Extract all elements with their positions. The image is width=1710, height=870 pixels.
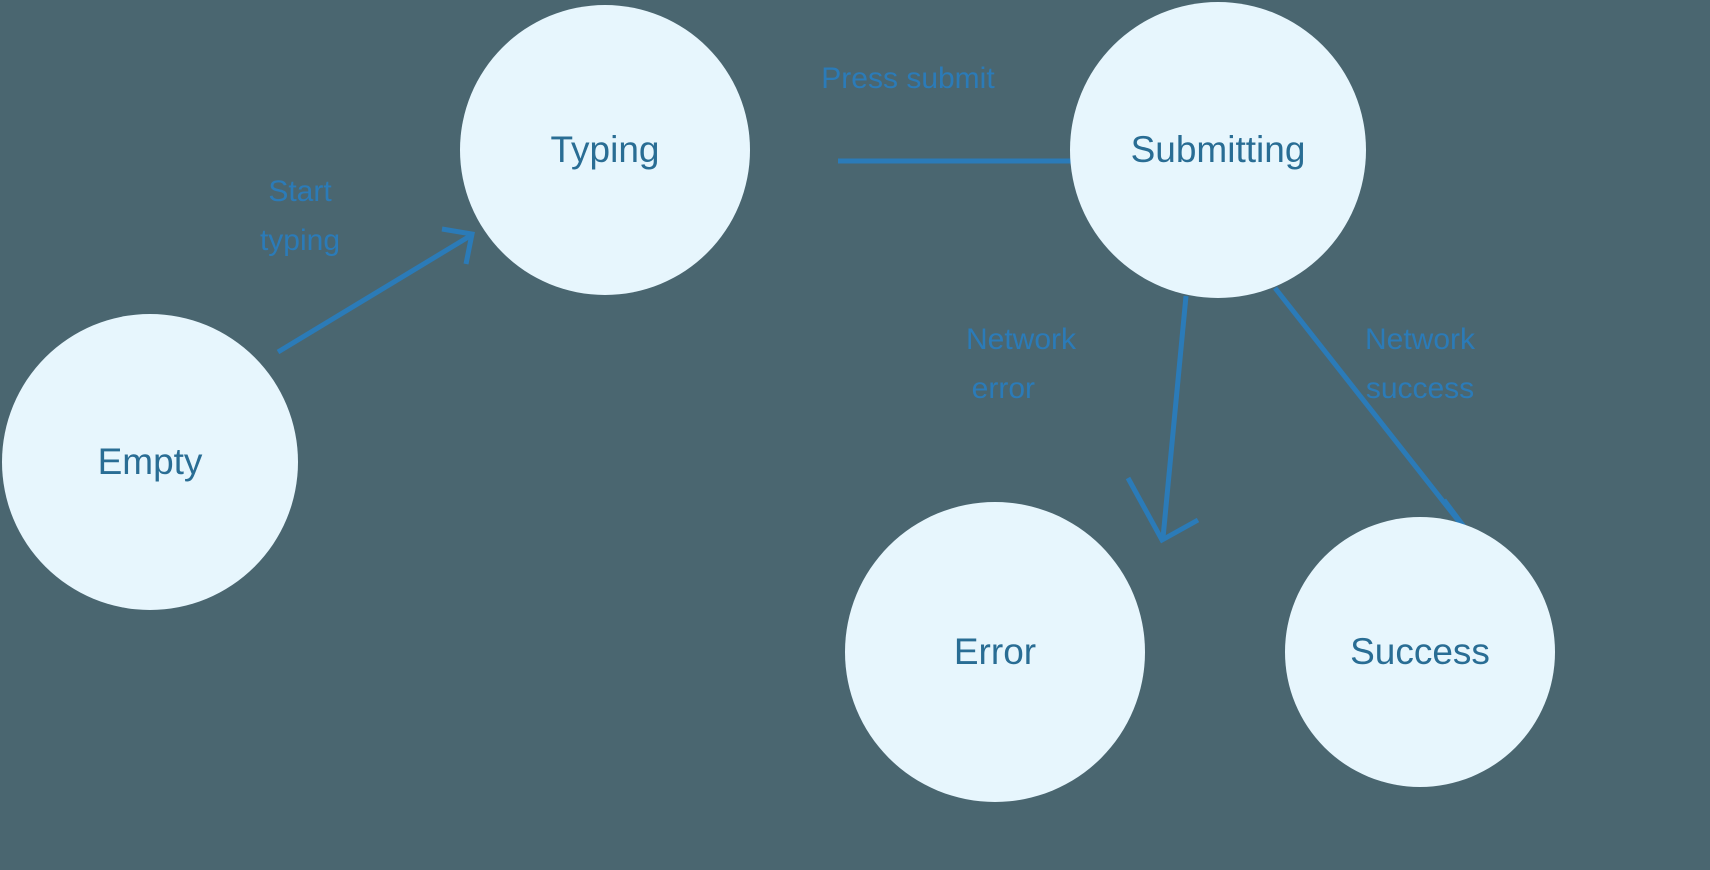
edge-submitting-to-error [1125,295,1200,544]
edge-label-submitting-to-error-line1: Network [966,323,1077,356]
node-empty[interactable]: Empty [2,314,298,610]
node-success-circle[interactable] [1285,517,1555,787]
edge-label-submitting-to-error: Network error [966,323,1077,405]
node-empty-label: Empty [98,441,203,482]
edge-submitting-to-error-arrowhead [1125,476,1200,544]
edge-label-submitting-to-success-line1: Network [1365,323,1476,356]
edge-submitting-to-success-line [1273,286,1474,540]
node-typing-circle[interactable] [460,5,750,295]
edge-label-submitting-to-success-line2: success [1366,372,1474,405]
edge-label-empty-to-typing-line2: typing [260,224,340,257]
edge-label-submitting-to-error-line2: error [972,372,1035,405]
node-success[interactable]: Success [1285,517,1555,787]
node-typing[interactable]: Typing [460,5,750,295]
node-empty-circle[interactable] [2,314,298,610]
node-error-circle[interactable] [845,502,1145,802]
edge-empty-to-typing-arrowhead [441,226,475,265]
node-success-label: Success [1350,631,1490,672]
edge-label-empty-to-typing-line1: Start [268,175,332,208]
edge-label-typing-to-submitting: Press submit [821,62,995,95]
node-submitting-label: Submitting [1131,129,1306,170]
edge-label-submitting-to-success: Network success [1365,323,1476,405]
node-submitting[interactable]: Submitting [1070,2,1366,298]
node-error-label: Error [954,631,1036,672]
node-submitting-circle[interactable] [1070,2,1366,298]
edge-label-typing-to-submitting-line1: Press submit [821,62,995,95]
node-typing-label: Typing [550,129,659,170]
edge-empty-to-typing [276,226,475,355]
node-error[interactable]: Error [845,502,1145,802]
edge-label-empty-to-typing: Start typing [260,175,340,257]
edge-submitting-to-error-line [1160,295,1189,539]
edge-empty-to-typing-line [276,233,472,355]
